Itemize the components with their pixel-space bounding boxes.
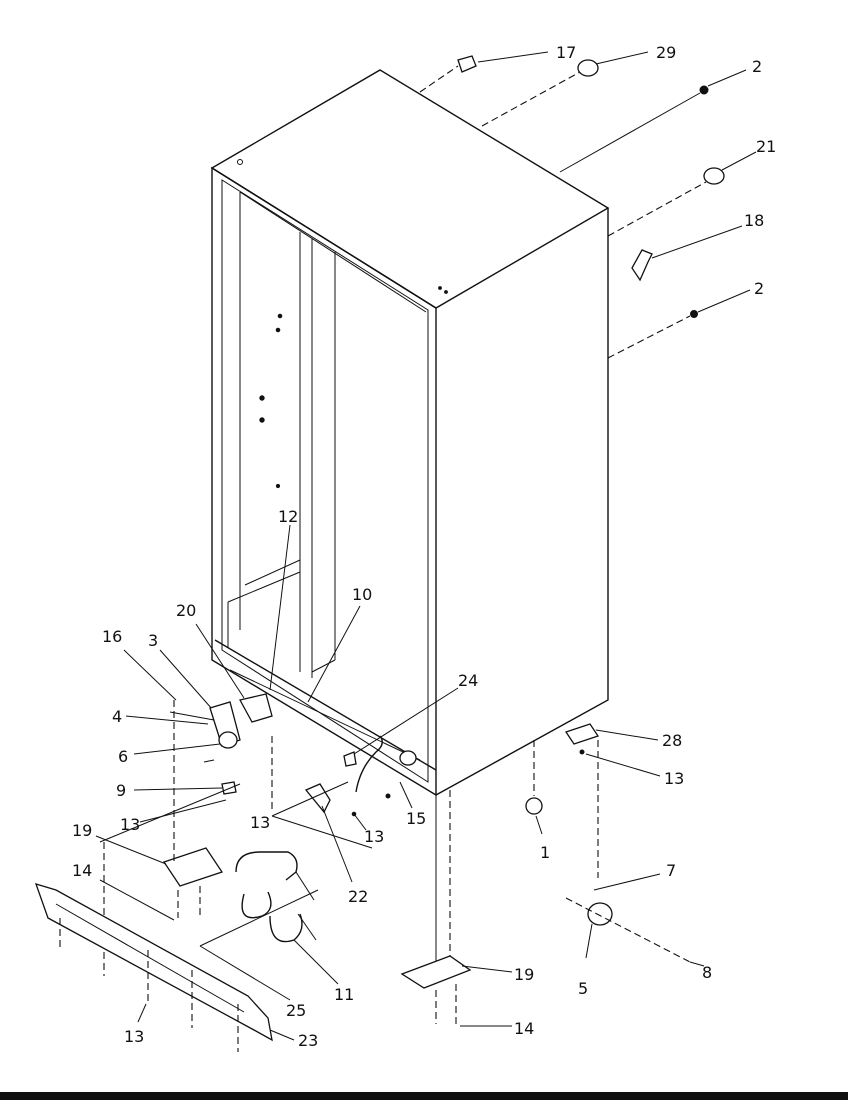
callout-10: 10 [352, 585, 372, 604]
callout-1: 1 [540, 843, 550, 862]
callout-25: 25 [286, 1001, 306, 1020]
callout-14-right: 14 [514, 1019, 534, 1038]
hinge-plate-part-19-left [162, 847, 224, 887]
callout-16: 16 [102, 627, 122, 646]
lower-hardware-group [34, 524, 705, 1052]
roller-part-6 [218, 731, 238, 749]
door-stop-part-11-a [235, 851, 298, 881]
plug-part-17 [457, 55, 477, 73]
callout-9: 9 [116, 781, 126, 800]
callout-15: 15 [406, 809, 426, 828]
bracket-part-18 [631, 249, 653, 282]
page-bottom-rule [0, 1092, 848, 1100]
roller-part-21 [703, 167, 725, 185]
callout-2-lower: 2 [754, 279, 764, 298]
callout-7: 7 [666, 861, 676, 880]
bracket-part-9 [221, 781, 237, 795]
callout-2-top: 2 [752, 57, 762, 76]
callout-13-mid: 13 [364, 827, 384, 846]
callout-13-right: 13 [664, 769, 684, 788]
callout-12: 12 [278, 507, 298, 526]
callout-28: 28 [662, 731, 682, 750]
hinge-plate-part-19-right [400, 955, 472, 989]
screw-part-2-top [699, 85, 709, 95]
bracket-part-20 [239, 693, 273, 723]
callout-21: 21 [756, 137, 776, 156]
callout-18: 18 [744, 211, 764, 230]
callout-labels: 17 29 2 21 18 2 12 10 20 16 3 24 4 6 28 … [72, 43, 776, 1050]
callout-19-left: 19 [72, 821, 92, 840]
tube-part-24 [355, 735, 383, 793]
callout-14-left: 14 [72, 861, 92, 880]
bracket-part-22 [304, 783, 331, 814]
callout-13-bottom: 13 [124, 1027, 144, 1046]
leveler-part-1 [525, 797, 543, 815]
callout-5: 5 [578, 979, 588, 998]
callout-13-left: 13 [120, 815, 140, 834]
callout-6: 6 [118, 747, 128, 766]
callout-4: 4 [112, 707, 122, 726]
callout-13-center: 13 [250, 813, 270, 832]
bracket-part-28 [564, 723, 600, 745]
roller-part-5 [587, 902, 613, 926]
callout-24: 24 [458, 671, 478, 690]
base-grille-part-23 [34, 883, 273, 1042]
roller-part-29 [577, 59, 599, 77]
callout-11: 11 [334, 985, 354, 1004]
top-parts-group [419, 51, 757, 359]
callout-22: 22 [348, 887, 368, 906]
refrigerator-cabinet [210, 69, 610, 797]
callout-3: 3 [148, 631, 158, 650]
callout-19-right: 19 [514, 965, 534, 984]
callout-20: 20 [176, 601, 196, 620]
screw-part-2-lower [690, 310, 698, 318]
callout-17: 17 [556, 43, 576, 62]
callout-8: 8 [702, 963, 712, 982]
callout-23: 23 [298, 1031, 318, 1050]
callout-29: 29 [656, 43, 676, 62]
